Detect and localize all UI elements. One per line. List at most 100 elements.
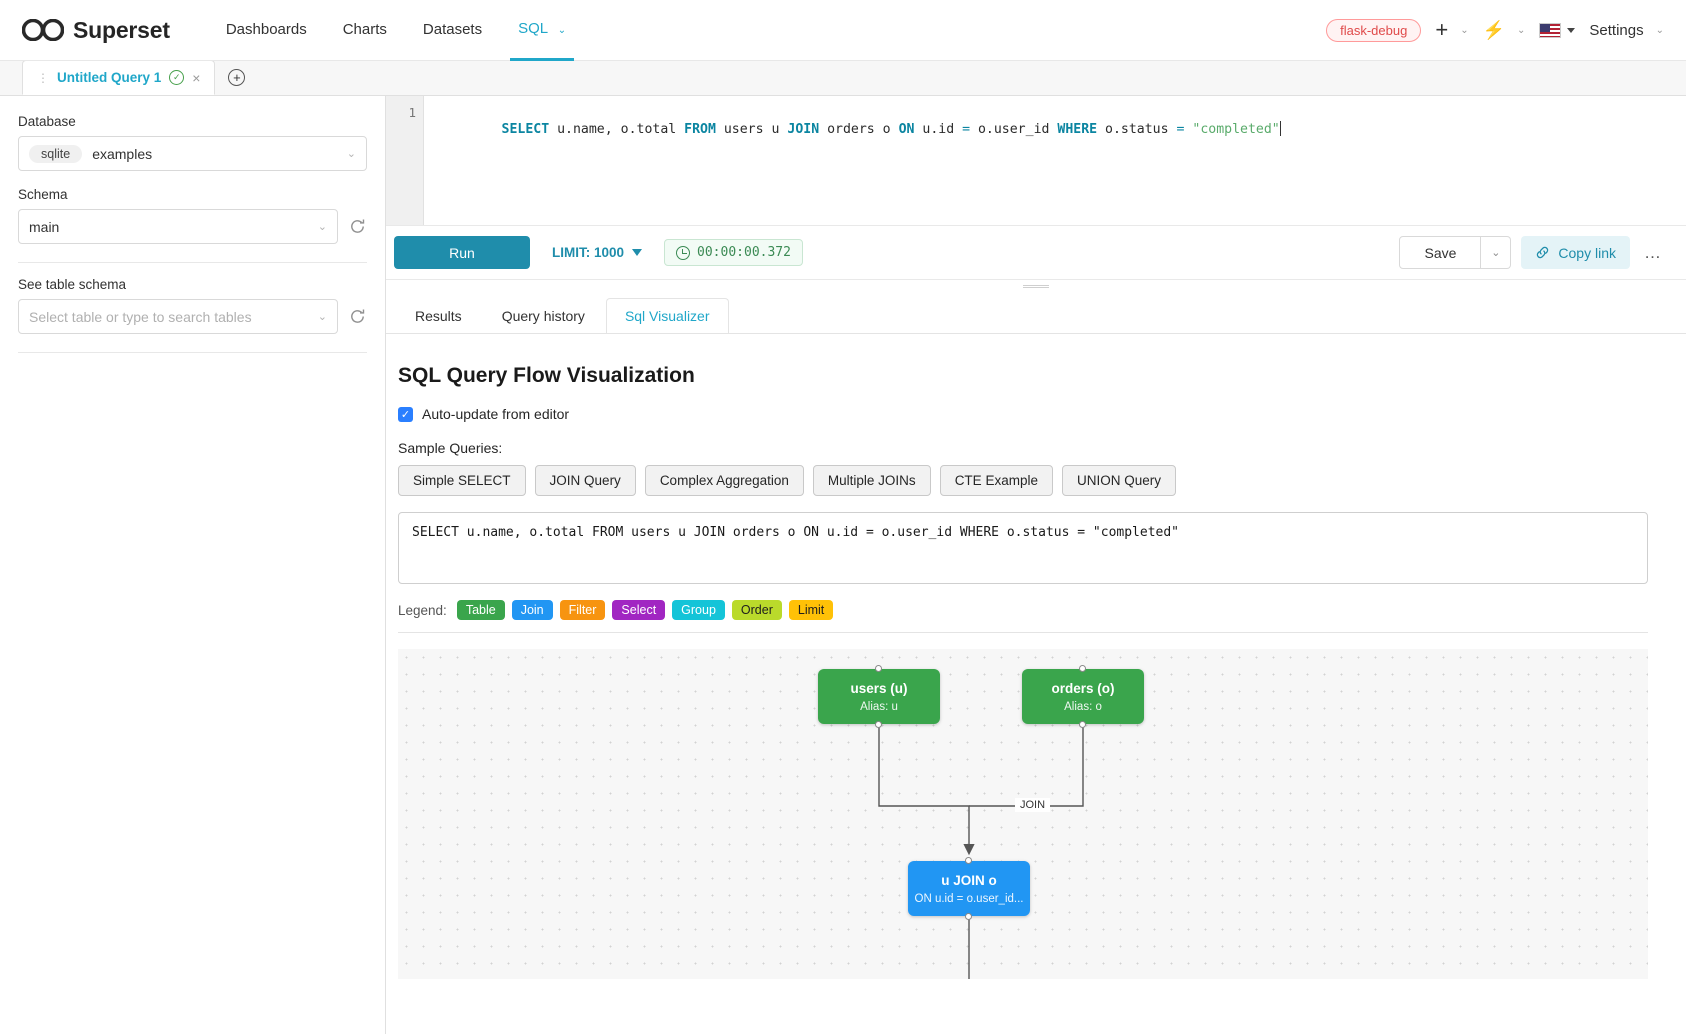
- new-menu-button[interactable]: + ⌄: [1435, 19, 1468, 41]
- query-tab-untitled-query-1[interactable]: ⋮ Untitled Query 1 ✓ ×: [22, 60, 216, 95]
- nav-link-dashboards[interactable]: Dashboards: [208, 0, 325, 60]
- table-select[interactable]: Select table or type to search tables ⌄: [18, 299, 338, 334]
- page-title: SQL Query Flow Visualization: [398, 364, 695, 387]
- refresh-schema-icon[interactable]: [348, 217, 367, 236]
- tab-query-history-label: Query history: [501, 308, 585, 324]
- superset-brand[interactable]: Superset: [22, 17, 170, 44]
- query-tabstrip: ⋮ Untitled Query 1 ✓ × +: [0, 60, 1686, 96]
- more-options-button[interactable]: …: [1644, 242, 1662, 262]
- sample-query-button-simple-select[interactable]: Simple SELECT: [398, 465, 526, 496]
- legend-item-filter: Filter: [559, 600, 606, 620]
- chevron-down-icon: ⌄: [1517, 24, 1526, 36]
- graph-node-subtitle: Alias: u: [860, 701, 898, 713]
- top-navbar: Superset Dashboards Charts Datasets SQL …: [0, 0, 1686, 61]
- chevron-down-icon: ⌄: [346, 148, 356, 160]
- see-table-schema-label: See table schema: [18, 277, 127, 292]
- pane-resize-handle[interactable]: [386, 280, 1686, 292]
- triangle-down-icon: [1567, 27, 1576, 33]
- drag-handle-icon[interactable]: ⋮: [37, 70, 49, 85]
- us-flag-icon: [1539, 22, 1562, 38]
- graph-node-orders[interactable]: orders (o)Alias: o: [1022, 665, 1144, 728]
- run-button[interactable]: Run: [394, 236, 530, 269]
- graph-edges: [878, 724, 1084, 979]
- editor-token: ON: [898, 122, 915, 137]
- settings-menu[interactable]: Settings ⌄: [1589, 22, 1664, 39]
- sample-query-button-multiple-joins[interactable]: Multiple JOINs: [812, 465, 931, 496]
- chevron-down-icon: ⌄: [557, 25, 567, 36]
- graph-node-port-top[interactable]: [1079, 665, 1086, 672]
- table-field-group: See table schema Select table or type to…: [18, 277, 367, 334]
- save-button[interactable]: Save: [1399, 236, 1482, 269]
- database-select[interactable]: sqlite examples ⌄: [18, 136, 367, 171]
- editor-token: u.id: [914, 122, 963, 137]
- triangle-down-icon: [632, 249, 643, 256]
- table-placeholder: Select table or type to search tables: [29, 308, 252, 325]
- tab-sql-visualizer[interactable]: Sql Visualizer: [605, 298, 729, 334]
- graph-node-title: u JOIN o: [941, 873, 997, 888]
- graph-node-join[interactable]: u JOIN o ON u.id = o.user_id...: [908, 857, 1030, 920]
- plus-icon: +: [1435, 17, 1449, 42]
- graph-node-users[interactable]: users (u) Alias: u: [818, 665, 940, 728]
- graph-node-port-top[interactable]: [875, 665, 882, 672]
- editor-token: JOIN: [787, 122, 820, 137]
- limit-dropdown[interactable]: LIMIT: 1000: [552, 245, 643, 260]
- bolt-icon: ⚡: [1482, 20, 1506, 40]
- graph-node-port-top[interactable]: [965, 857, 972, 864]
- editor-token: users u: [715, 122, 788, 137]
- result-tabs: Results Query history Sql Visualizer: [386, 292, 1686, 334]
- sample-query-button-join-query[interactable]: JOIN Query: [534, 465, 636, 496]
- sql-editor[interactable]: 1 SELECT u.name, o.total FROM users u JO…: [386, 96, 1686, 226]
- panel-divider: [18, 262, 367, 263]
- editor-token: =: [1176, 122, 1185, 137]
- graph-node-port-bottom[interactable]: [965, 913, 972, 920]
- graph-node-subtitle: ON u.id = o.user_id...: [914, 893, 1024, 905]
- limit-label: LIMIT: 1000: [552, 245, 625, 260]
- sql-visualizer-panel: SQL Query Flow Visualization ✓ Auto-upda…: [386, 334, 1686, 1034]
- schema-label: Schema: [18, 187, 68, 202]
- editor-token: o.user_id: [970, 122, 1058, 137]
- nav-link-sql[interactable]: SQL ⌄: [500, 0, 584, 61]
- legend-item-select: Select: [612, 600, 666, 620]
- database-engine-chip: sqlite: [29, 144, 83, 163]
- clock-icon: [676, 245, 691, 260]
- nav-link-charts[interactable]: Charts: [325, 0, 405, 60]
- graph-node-title: users (u): [850, 681, 908, 696]
- chevron-down-icon: ⌄: [317, 311, 327, 323]
- workspace: Database sqlite examples ⌄ Schema main ⌄: [0, 96, 1686, 1034]
- timer-value: 00:00:00.372: [697, 245, 791, 260]
- query-timer: 00:00:00.372: [664, 239, 803, 266]
- editor-token: o.status: [1097, 122, 1177, 137]
- language-selector[interactable]: [1539, 22, 1576, 38]
- editor-gutter: 1: [386, 96, 424, 225]
- close-icon[interactable]: ×: [192, 69, 201, 86]
- copy-link-button[interactable]: Copy link: [1521, 236, 1630, 269]
- sample-query-buttons: Simple SELECT JOIN Query Complex Aggregati…: [398, 465, 1648, 496]
- graph-edge-label: JOIN: [1015, 798, 1051, 812]
- legend-label: Legend:: [398, 602, 447, 618]
- sample-query-button-union-query[interactable]: UNION Query: [1061, 465, 1176, 496]
- schema-select[interactable]: main ⌄: [18, 209, 338, 244]
- legend-item-group: Group: [672, 600, 725, 620]
- sample-query-button-cte-example[interactable]: CTE Example: [939, 465, 1053, 496]
- nav-link-datasets[interactable]: Datasets: [405, 0, 500, 60]
- query-flow-canvas[interactable]: users (u) Alias: u orders (o)Alias: o u JOI…: [398, 649, 1648, 979]
- toolbar-right: Save ⌄ Copy link …: [1399, 236, 1666, 269]
- schema-field-group: Schema main ⌄: [18, 187, 367, 244]
- graph-node-port-bottom[interactable]: [875, 721, 882, 728]
- sql-input[interactable]: [398, 512, 1648, 584]
- bolt-menu-button[interactable]: ⚡ ⌄: [1483, 21, 1526, 39]
- schema-row: main ⌄: [18, 209, 367, 244]
- tab-results[interactable]: Results: [396, 298, 481, 334]
- tab-query-history[interactable]: Query history: [482, 298, 604, 334]
- editor-code-area[interactable]: SELECT u.name, o.total FROM users u JOIN…: [424, 96, 1686, 225]
- auto-update-checkbox[interactable]: ✓: [398, 406, 413, 422]
- navbar-right: flask-debug + ⌄ ⚡ ⌄ Settings ⌄: [1326, 18, 1664, 42]
- refresh-tables-icon[interactable]: [348, 307, 367, 326]
- editor-token: WHERE: [1057, 122, 1098, 137]
- save-dropdown-button[interactable]: ⌄: [1481, 236, 1512, 269]
- panel-divider-2: [18, 352, 367, 353]
- sample-query-button-complex-aggregation[interactable]: Complex Aggregation: [644, 465, 804, 496]
- graph-node-port-bottom[interactable]: [1079, 721, 1086, 728]
- add-query-tab-button[interactable]: +: [219, 60, 255, 95]
